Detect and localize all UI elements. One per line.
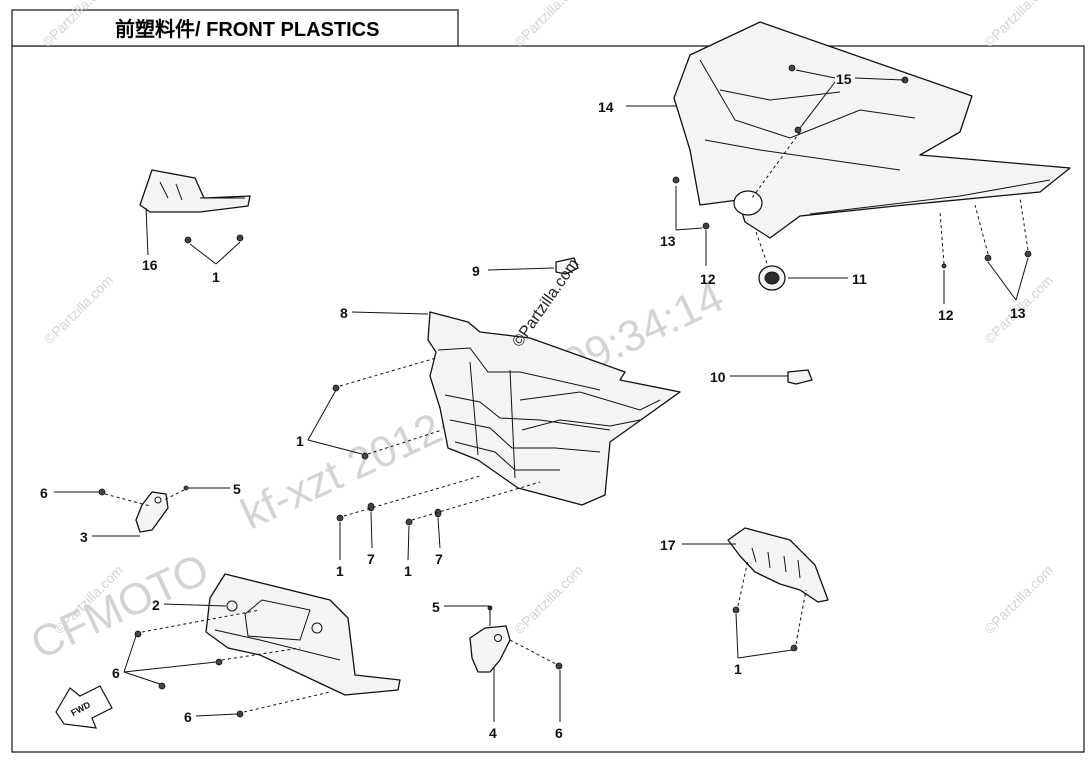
callout-3: 3 <box>80 529 88 545</box>
callout-5: 5 <box>233 481 241 497</box>
callout-1: 1 <box>404 563 412 579</box>
callout-12: 12 <box>700 271 716 287</box>
watermark-maker: CFMOTO <box>24 544 217 669</box>
watermark-brand: ©Partzilla.com <box>41 272 116 347</box>
callout-numbers: 16 1 14 15 13 12 11 12 13 9 10 8 1 1 7 1… <box>40 71 1026 741</box>
callout-1: 1 <box>734 661 742 677</box>
callout-17: 17 <box>660 537 676 553</box>
part-9-clip <box>555 257 579 275</box>
page-title: 前塑料件/ FRONT PLASTICS <box>115 17 379 41</box>
diagram-border <box>11 45 1085 753</box>
callout-15: 15 <box>836 71 852 87</box>
callout-14: 14 <box>598 99 614 115</box>
callout-7: 7 <box>367 551 375 567</box>
watermark-brand: ©Partzilla.com <box>981 562 1056 637</box>
callout-1: 1 <box>336 563 344 579</box>
callout-9: 9 <box>472 263 480 279</box>
part-17-side-bracket <box>727 527 829 603</box>
callout-1: 1 <box>296 433 304 449</box>
callout-12: 12 <box>938 307 954 323</box>
watermark-brand: ©Partzilla.com <box>511 562 586 637</box>
watermark-brand: ©Partzilla.com <box>511 0 586 50</box>
callout-13: 13 <box>660 233 676 249</box>
forward-arrow-icon: FWD <box>55 685 113 729</box>
part-3-bracket <box>135 491 169 533</box>
fasteners <box>98 64 1032 718</box>
part-16-bracket <box>139 169 251 213</box>
part-4-bracket <box>469 625 511 673</box>
fascia-round-opening <box>733 190 763 216</box>
callout-10: 10 <box>710 369 726 385</box>
watermark-brand: ©Partzilla.com <box>981 0 1056 50</box>
part-10-clip <box>787 369 813 385</box>
part-11-grommet <box>758 265 786 291</box>
callout-7: 7 <box>435 551 443 567</box>
part-2-lower-panel <box>205 573 401 696</box>
title-box <box>11 9 459 47</box>
leader-lines <box>54 69 1029 722</box>
callout-8: 8 <box>340 305 348 321</box>
callout-6: 6 <box>184 709 192 725</box>
callout-6: 6 <box>112 665 120 681</box>
callout-16: 16 <box>142 257 158 273</box>
callout-6: 6 <box>40 485 48 501</box>
callout-5: 5 <box>432 599 440 615</box>
part-14-front-fascia <box>673 21 1071 239</box>
callout-11: 11 <box>852 271 867 287</box>
callout-6: 6 <box>555 725 563 741</box>
part-8-front-frame <box>427 311 681 506</box>
callout-1: 1 <box>212 269 220 285</box>
callout-4: 4 <box>489 725 497 741</box>
callout-13: 13 <box>1010 305 1026 321</box>
callout-2: 2 <box>152 597 160 613</box>
